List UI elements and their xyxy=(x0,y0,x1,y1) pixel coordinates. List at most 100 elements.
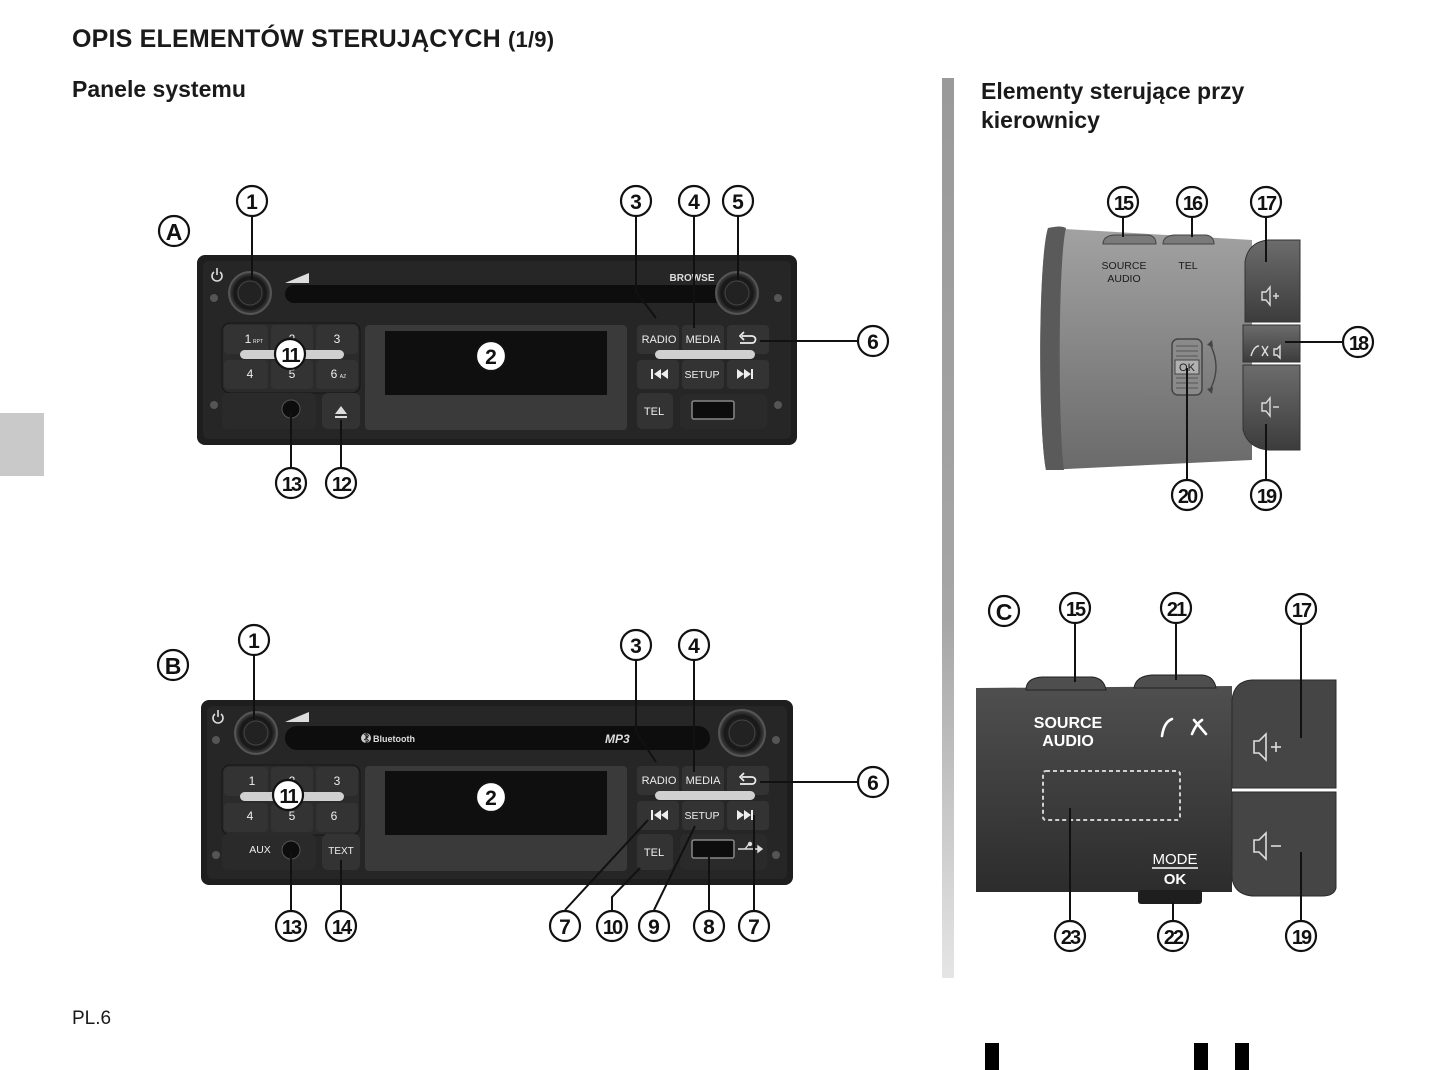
text-button[interactable] xyxy=(322,834,360,870)
callout-c-15: 15 xyxy=(1058,591,1092,625)
callout-label: 5 xyxy=(732,191,744,214)
volume-ramp-icon xyxy=(285,273,309,283)
footer-mark xyxy=(1194,1043,1208,1070)
radio-button[interactable] xyxy=(637,325,679,354)
callout-top-19: 19 xyxy=(1249,478,1283,512)
media-button[interactable] xyxy=(682,766,724,795)
callout-b-7-right: 7 xyxy=(737,909,771,943)
callout-label: 13 xyxy=(282,917,302,939)
back-arrow-icon xyxy=(738,772,757,785)
power-icon xyxy=(211,268,223,282)
media-label: MEDIA xyxy=(686,334,722,346)
setup-button[interactable] xyxy=(682,801,724,830)
source-label: SOURCE xyxy=(1034,715,1103,732)
volume-down-icon xyxy=(1253,831,1281,861)
media-button[interactable] xyxy=(682,325,724,354)
preset-6-button[interactable] xyxy=(316,803,358,832)
preset-1-button[interactable] xyxy=(224,767,268,796)
audio-label: AUDIO xyxy=(1042,733,1094,750)
source-audio-button[interactable] xyxy=(1102,234,1157,245)
callout-top-20: 20 xyxy=(1170,478,1204,512)
preset-3-button[interactable] xyxy=(316,325,358,354)
callout-label: 14 xyxy=(332,917,353,939)
callout-top-15: 15 xyxy=(1106,185,1140,219)
callout-label: 7 xyxy=(748,916,760,939)
usb-port[interactable] xyxy=(691,839,735,859)
next-track-icon xyxy=(737,369,753,379)
volume-down-button[interactable] xyxy=(1242,364,1301,451)
callout-label: 20 xyxy=(1178,486,1198,508)
volume-up-icon xyxy=(1253,732,1281,762)
preset-3-button[interactable] xyxy=(316,767,358,796)
page-title-text: OPIS ELEMENTÓW STERUJĄCYCH xyxy=(72,25,501,53)
callout-b-6: 6 xyxy=(856,765,890,799)
callout-label: 1 xyxy=(246,191,258,214)
preset-4-button[interactable] xyxy=(224,803,268,832)
eject-icon xyxy=(335,406,347,418)
key5-label: 5 xyxy=(289,367,296,381)
tel-button[interactable] xyxy=(637,393,673,429)
callout-top-16: 16 xyxy=(1175,185,1209,219)
panel-b-letter: B xyxy=(165,653,182,679)
callout-b-7-left: 7 xyxy=(548,909,582,943)
tel-button[interactable] xyxy=(637,834,673,870)
callout-b-13: 13 xyxy=(274,909,308,943)
back-button[interactable] xyxy=(727,766,769,795)
power-icon xyxy=(212,710,224,724)
volume-down-button[interactable] xyxy=(1231,791,1337,897)
callout-label: 19 xyxy=(1257,486,1277,508)
callout-top-17: 17 xyxy=(1249,185,1283,219)
mode-ok-thumbwheel[interactable] xyxy=(1138,890,1202,904)
callout-label: 23 xyxy=(1061,927,1081,949)
volume-ramp-icon xyxy=(285,712,309,722)
key1-sub-label: RPT xyxy=(253,339,263,345)
preset-6-button[interactable] xyxy=(316,360,358,389)
leader-lines xyxy=(251,217,1342,920)
source-audio-button[interactable] xyxy=(1025,676,1107,691)
callout-c-22: 22 xyxy=(1156,919,1190,953)
preset-5-button[interactable] xyxy=(271,803,313,832)
volume-up-button[interactable] xyxy=(1244,239,1301,323)
tel-button[interactable] xyxy=(1162,234,1215,245)
callout-label: 4 xyxy=(688,635,700,658)
callout-label: 4 xyxy=(688,191,700,214)
aux-area xyxy=(222,393,316,429)
key3-label: 3 xyxy=(334,774,341,788)
key4-label: 4 xyxy=(247,809,254,823)
callout-label: 15 xyxy=(1066,599,1086,621)
callout-label: 9 xyxy=(648,916,660,939)
setup-button[interactable] xyxy=(682,360,724,389)
right-heading-line1: Elementy sterujące przy xyxy=(981,78,1245,104)
text-label: TEXT xyxy=(328,846,354,857)
phone-icon xyxy=(1160,717,1174,738)
source-label: SOURCE xyxy=(1102,260,1147,272)
callout-label: 3 xyxy=(630,191,642,214)
panel-a: BROWSE 1 RPT 2 3 4 5 6 AZ RADIO MEDIA xyxy=(157,214,797,445)
volume-up-button[interactable] xyxy=(1231,679,1337,789)
mp3-label: MP3 xyxy=(605,732,630,746)
callout-top-18: 18 xyxy=(1341,325,1375,359)
mute-button[interactable] xyxy=(1242,324,1301,363)
cd-slot xyxy=(285,726,710,750)
tel-label: TEL xyxy=(644,406,664,418)
callout-label: 18 xyxy=(1349,333,1369,355)
panel-a-letter: A xyxy=(166,219,183,245)
key1-label: 1 xyxy=(249,774,256,788)
preset-4-button[interactable] xyxy=(224,360,268,389)
callout-a-5: 5 xyxy=(721,184,755,218)
key1-label: 1 xyxy=(245,332,252,346)
callout-b-8: 8 xyxy=(692,909,726,943)
preset-1-button[interactable] xyxy=(224,325,268,354)
radio-button[interactable] xyxy=(637,766,679,795)
back-button[interactable] xyxy=(727,325,769,354)
callout-label: 16 xyxy=(1183,193,1203,215)
phone-button[interactable] xyxy=(1133,674,1217,689)
key6-sub-label: AZ xyxy=(340,374,346,380)
usb-port[interactable] xyxy=(691,400,735,420)
key3-label: 3 xyxy=(334,332,341,346)
key6-label: 6 xyxy=(331,809,338,823)
callout-a-6: 6 xyxy=(856,324,890,358)
audio-label: AUDIO xyxy=(1107,273,1140,285)
right-bar xyxy=(655,791,755,800)
